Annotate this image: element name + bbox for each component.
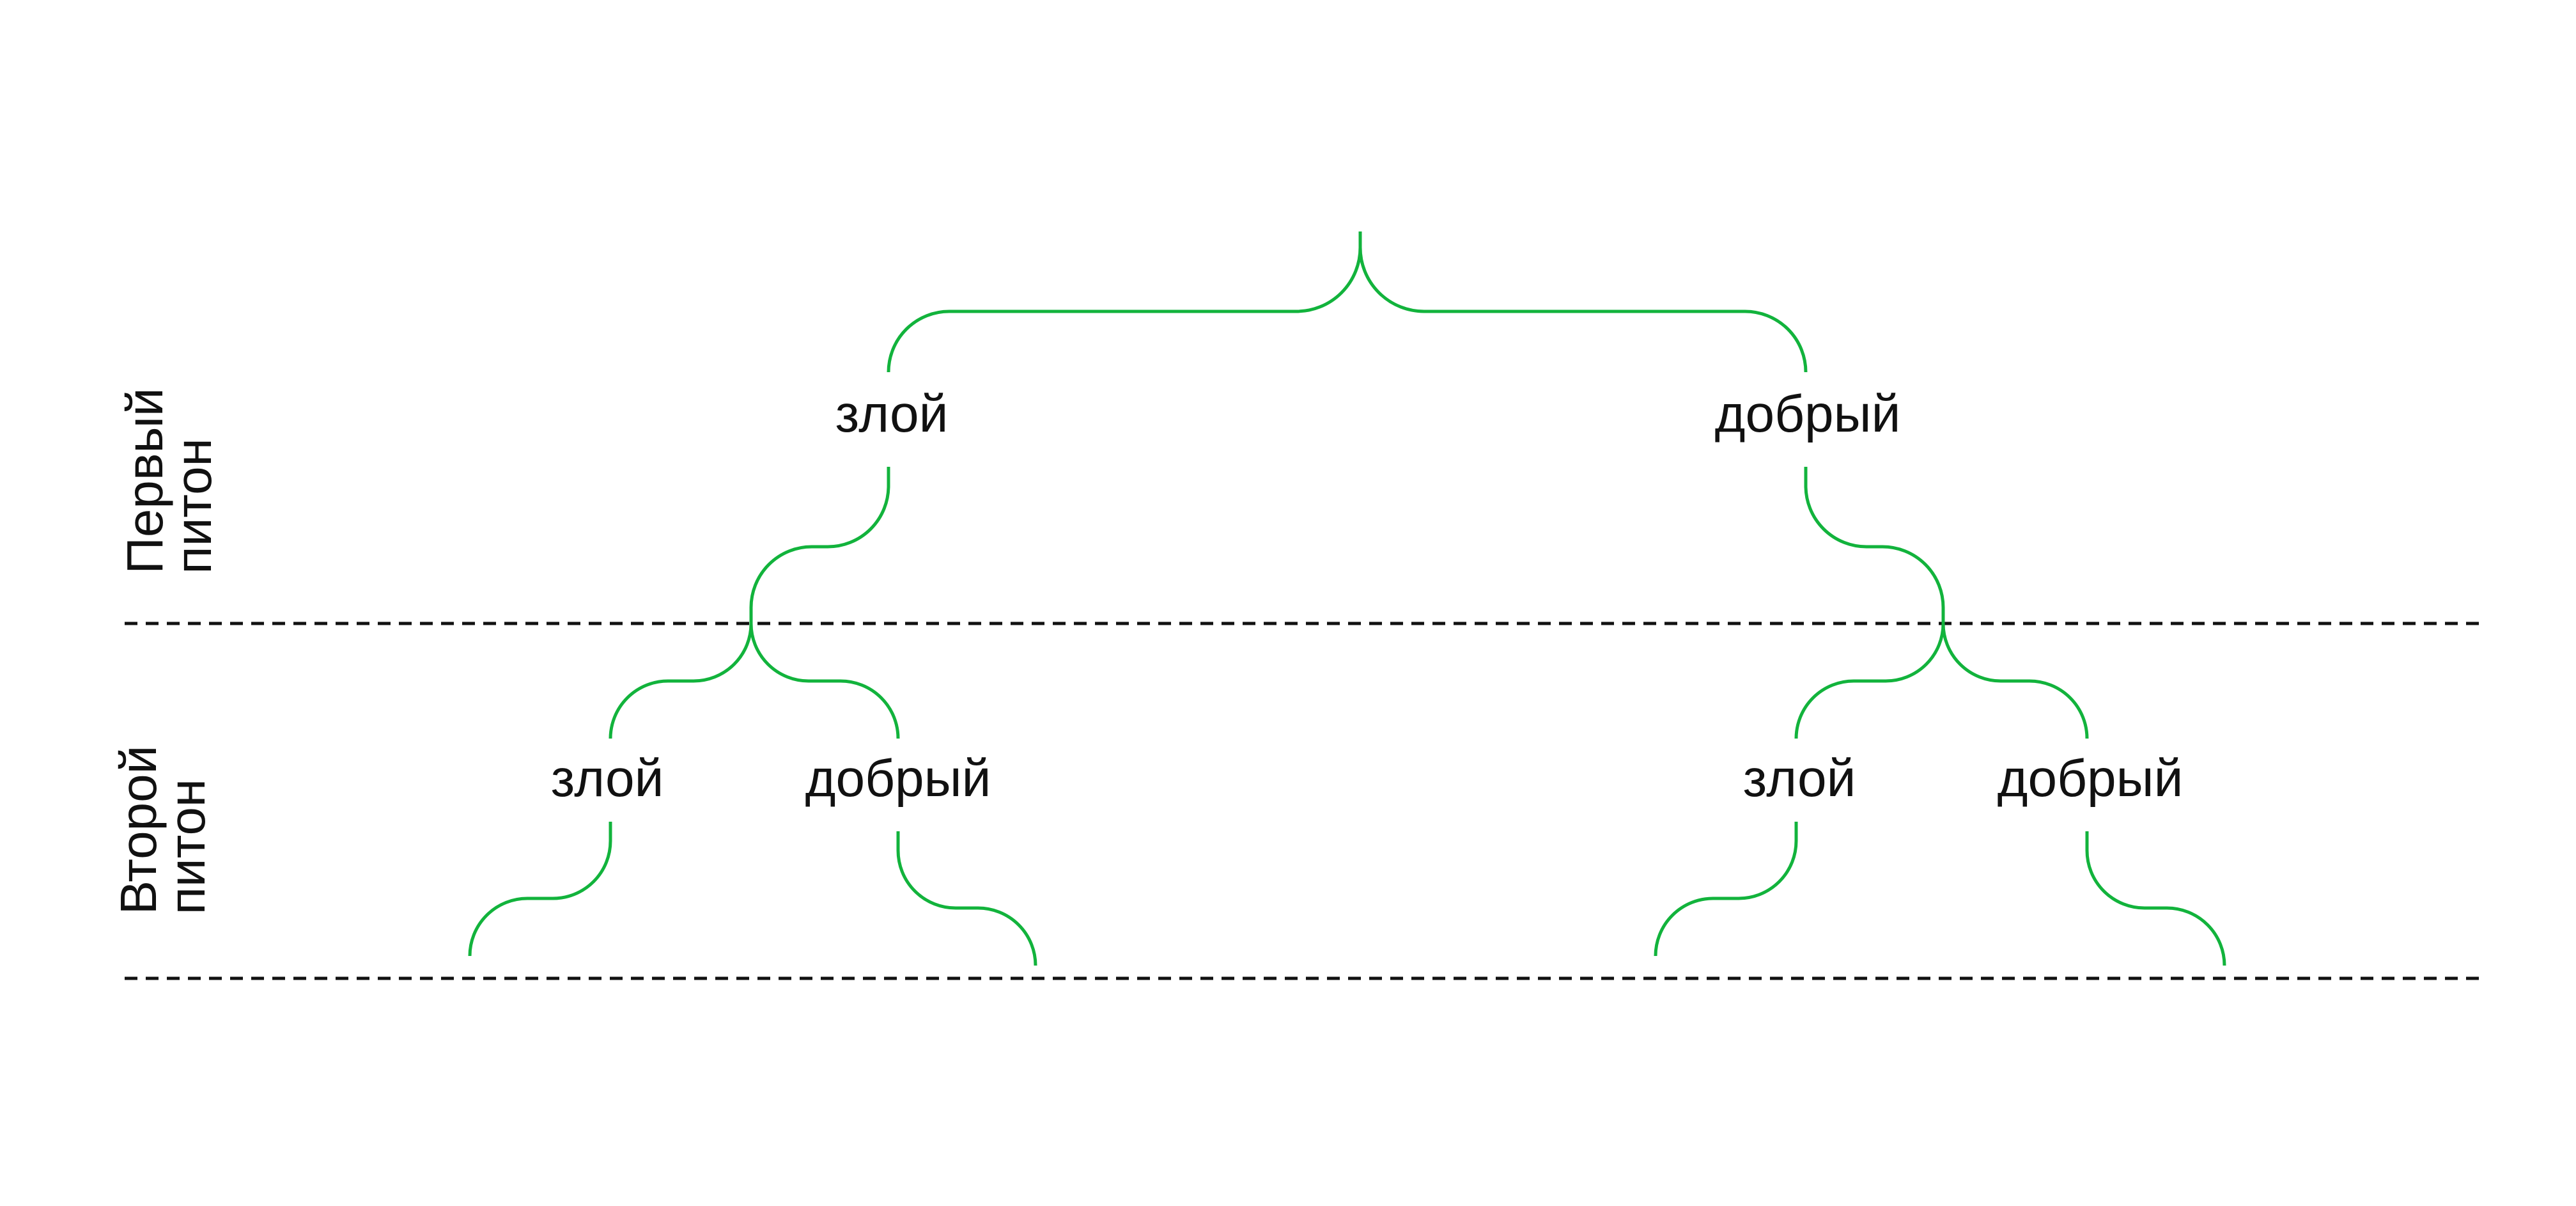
node-second-good-under-evil: добрый bbox=[805, 749, 991, 808]
row-label-first-python: Первый питон bbox=[116, 388, 222, 574]
node-first-evil: злой bbox=[835, 385, 949, 443]
row-label-first-line2: питон bbox=[165, 438, 222, 574]
row-label-first-line1: Первый bbox=[116, 388, 173, 574]
node-second-good-under-good: добрый bbox=[1997, 749, 2184, 808]
branch-evil-split-left bbox=[609, 623, 753, 739]
branch-good-down bbox=[1804, 467, 1945, 623]
branch-evil-down bbox=[749, 467, 890, 623]
tail-good-good bbox=[2085, 831, 2226, 966]
tail-evil-good bbox=[896, 831, 1037, 966]
row-label-second-line1: Второй bbox=[110, 745, 167, 915]
branch-good-split-left bbox=[1794, 623, 1945, 739]
node-second-evil-under-evil: злой bbox=[550, 749, 664, 808]
tail-good-evil bbox=[1654, 822, 1798, 957]
row-label-second-line2: питон bbox=[159, 778, 215, 915]
root-branch-right bbox=[1358, 247, 1808, 373]
branch-evil-split-right bbox=[749, 623, 900, 739]
tail-evil-evil bbox=[468, 822, 612, 957]
row-label-second-python: Второй питон bbox=[110, 745, 215, 915]
branch-good-split-right bbox=[1941, 623, 2089, 739]
node-first-good: добрый bbox=[1714, 385, 1901, 443]
root-branch-left bbox=[887, 231, 1362, 373]
node-second-evil-under-good: злой bbox=[1742, 749, 1856, 808]
